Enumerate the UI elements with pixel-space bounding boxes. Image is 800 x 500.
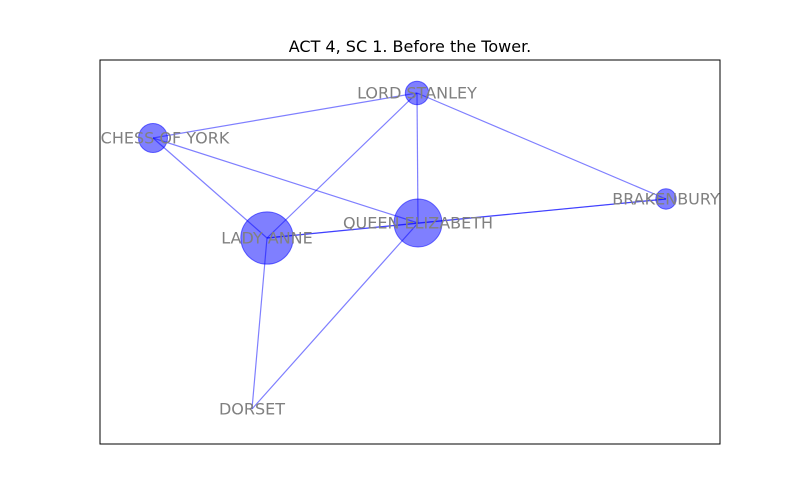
node-queen-elizabeth (393, 198, 443, 248)
node-duchess-of-york (138, 123, 168, 153)
nodes-layer (138, 80, 677, 265)
axes-frame (99, 59, 721, 445)
node-label-duchess-of-york: DUCHESS OF YORK (77, 129, 230, 148)
node-lady-anne (240, 211, 294, 265)
node-label-lady-anne: LADY ANNE (221, 229, 313, 248)
edge-duchess_of_york-queen_elizabeth (152, 137, 419, 224)
edge-lady_anne-dorset (251, 237, 268, 410)
plot-title: ACT 4, SC 1. Before the Tower. (289, 37, 532, 56)
labels-layer: LORD STANLEY DUCHESS OF YORK BRAKENBURY QUE… (77, 84, 720, 419)
node-lord-stanley (404, 80, 430, 106)
node-label-dorset: DORSET (219, 400, 285, 419)
edges-layer (152, 92, 667, 410)
node-brakenbury (655, 188, 677, 210)
edge-lord_stanley-lady_anne (266, 92, 418, 239)
plot-area: LORD STANLEY DUCHESS OF YORK BRAKENBURY QUE… (77, 80, 720, 419)
edge-lord_stanley-brakenbury (416, 92, 667, 200)
node-label-queen-elizabeth: QUEEN ELIZABETH (343, 214, 493, 233)
node-label-lord-stanley: LORD STANLEY (357, 84, 477, 103)
edge-lord_stanley-duchess_of_york (152, 92, 418, 139)
edge-queen_elizabeth-dorset (251, 222, 419, 410)
node-label-brakenbury: BRAKENBURY (612, 190, 720, 209)
